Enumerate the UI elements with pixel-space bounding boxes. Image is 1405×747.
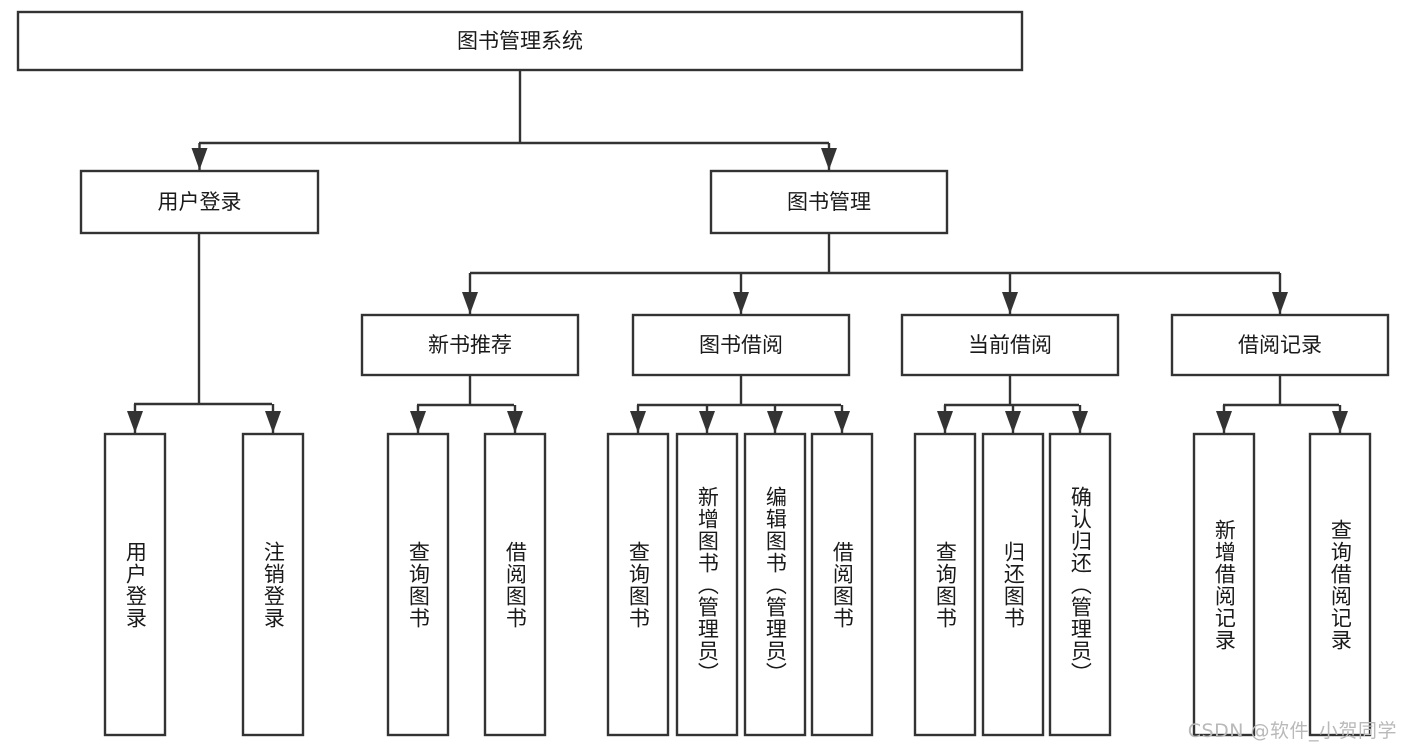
node-user-login[interactable]: 用户登录 <box>79 169 320 235</box>
arrow-head-icon <box>1272 292 1288 314</box>
node-box-leaf-confirm-return[interactable] <box>1048 432 1112 737</box>
arrow-head-icon <box>127 411 143 433</box>
node-label-book-borrow: 图书借阅 <box>699 333 783 357</box>
arrow-head-icon <box>191 148 208 170</box>
arrow-head-icon <box>733 292 749 314</box>
node-leaf-confirm-return[interactable] <box>1048 432 1112 737</box>
watermark-text: CSDN @软件_小贺同学 <box>1187 720 1397 742</box>
node-box-new-book-rec[interactable] <box>360 313 580 377</box>
node-box-book-manage[interactable] <box>709 169 949 235</box>
node-book-manage[interactable]: 图书管理 <box>709 169 949 235</box>
node-box-leaf-query-book-1[interactable] <box>386 432 450 737</box>
arrow-head-icon <box>834 411 850 433</box>
node-box-leaf-borrow-book-2[interactable] <box>810 432 874 737</box>
node-leaf-add-record[interactable] <box>1192 432 1256 737</box>
arrow-head-icon <box>462 292 478 314</box>
node-box-book-borrow[interactable] <box>631 313 851 377</box>
node-leaf-add-book[interactable] <box>675 432 739 737</box>
node-box-leaf-borrow-book-1[interactable] <box>483 432 547 737</box>
node-leaf-borrow-book-1[interactable] <box>483 432 547 737</box>
node-leaf-query-book-1[interactable] <box>386 432 450 737</box>
arrow-head-icon <box>937 411 953 433</box>
node-leaf-user-login[interactable] <box>103 432 167 737</box>
arrow-head-icon <box>410 411 426 433</box>
node-box-user-login[interactable] <box>79 169 320 235</box>
node-label-root: 图书管理系统 <box>457 29 583 53</box>
node-book-borrow[interactable]: 图书借阅 <box>631 313 851 377</box>
node-box-leaf-query-book-2[interactable] <box>606 432 670 737</box>
node-box-leaf-add-book[interactable] <box>675 432 739 737</box>
arrow-head-icon <box>1332 411 1348 433</box>
node-leaf-query-book-2[interactable] <box>606 432 670 737</box>
arrow-head-icon <box>821 148 837 170</box>
node-box-leaf-edit-book[interactable] <box>743 432 807 737</box>
node-box-borrow-record[interactable] <box>1170 313 1390 377</box>
arrow-head-icon <box>507 411 523 433</box>
node-borrow-record[interactable]: 借阅记录 <box>1170 313 1390 377</box>
arrow-head-icon <box>1072 411 1088 433</box>
arrow-head-icon <box>699 411 715 433</box>
node-leaf-borrow-book-2[interactable] <box>810 432 874 737</box>
node-box-leaf-user-logout[interactable] <box>241 432 305 737</box>
node-new-book-rec[interactable]: 新书推荐 <box>360 313 580 377</box>
arrow-head-icon <box>265 411 281 433</box>
node-leaf-return-book[interactable] <box>981 432 1045 737</box>
node-label-borrow-record: 借阅记录 <box>1238 333 1322 357</box>
arrow-head-icon <box>1005 411 1021 433</box>
node-box-leaf-return-book[interactable] <box>981 432 1045 737</box>
node-root[interactable]: 图书管理系统 <box>16 10 1024 72</box>
node-leaf-query-book-3[interactable] <box>913 432 977 737</box>
node-label-book-manage: 图书管理 <box>787 190 871 214</box>
arrow-head-icon <box>630 411 646 433</box>
node-leaf-user-logout[interactable] <box>241 432 305 737</box>
node-box-leaf-query-record[interactable] <box>1308 432 1372 737</box>
node-box-leaf-query-book-3[interactable] <box>913 432 977 737</box>
node-leaf-edit-book[interactable] <box>743 432 807 737</box>
node-box-leaf-user-login[interactable] <box>103 432 167 737</box>
node-box-current-borrow[interactable] <box>900 313 1120 377</box>
connector-layer <box>127 70 1348 433</box>
arrow-head-icon <box>1002 292 1018 314</box>
node-label-user-login: 用户登录 <box>158 190 242 214</box>
node-label-current-borrow: 当前借阅 <box>968 333 1052 357</box>
arrow-head-icon <box>767 411 783 433</box>
node-leaf-query-record[interactable] <box>1308 432 1372 737</box>
node-box-root[interactable] <box>16 10 1024 72</box>
arrow-head-icon <box>1216 411 1232 433</box>
node-box-leaf-add-record[interactable] <box>1192 432 1256 737</box>
node-current-borrow[interactable]: 当前借阅 <box>900 313 1120 377</box>
node-label-new-book-rec: 新书推荐 <box>428 333 512 357</box>
